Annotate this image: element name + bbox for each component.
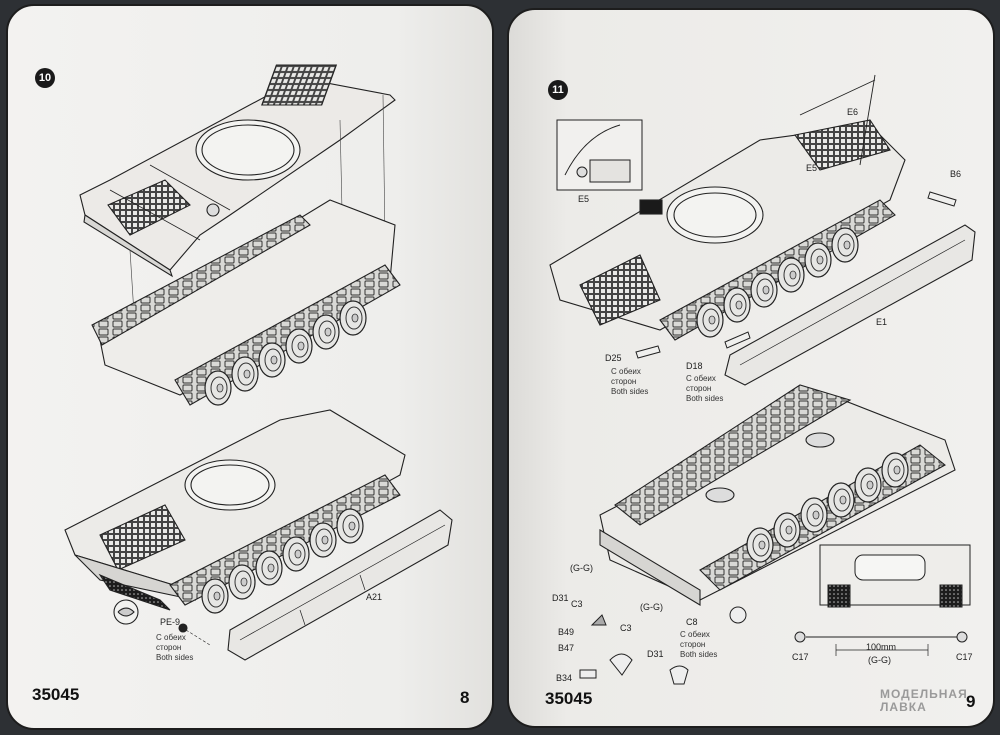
part-label-e6: E6	[847, 107, 859, 117]
part-label-e5-inset: E5	[578, 194, 590, 204]
part-label-a21: A21	[366, 592, 383, 602]
part-label-b34: B34	[556, 673, 573, 683]
part-label-gg-3: (G-G)	[868, 655, 891, 665]
part-label-c3-1: C3	[571, 599, 583, 609]
note-ru-line1: С обеих	[611, 367, 641, 376]
inset-detail-e5	[556, 119, 643, 191]
part-label-b6: B6	[950, 169, 962, 179]
note-ru-line1: С обеих	[156, 633, 186, 642]
note-ru-line2: сторон	[680, 640, 706, 649]
part-label-d31-1: D31	[552, 593, 569, 603]
tow-cable-c17	[794, 631, 968, 656]
note-ru-line1: С обеих	[686, 374, 716, 383]
step-number-badge: 11	[548, 80, 568, 100]
kit-number: 35045	[545, 689, 593, 708]
tank-underside	[599, 384, 956, 606]
part-label-c17-left: C17	[792, 652, 809, 662]
lower-hull-with-tracks	[91, 199, 401, 406]
dimension-label: 100mm	[866, 642, 897, 652]
part-label-e1: E1	[876, 317, 888, 327]
part-label-gg-1: (G-G)	[570, 563, 593, 573]
part-label-e5: E5	[806, 163, 818, 173]
both-sides-note-d25: С обеих сторон Both sides	[611, 367, 648, 397]
small-parts-d25-d18-b6	[635, 191, 957, 359]
page-number: 8	[460, 688, 470, 707]
both-sides-note-c8: С обеих сторон Both sides	[680, 630, 717, 660]
part-label-c3-2: C3	[620, 623, 632, 633]
side-skirt-a21	[227, 509, 453, 661]
side-skirt-e1	[724, 224, 976, 386]
part-label-d18: D18	[686, 361, 703, 371]
note-ru-line2: сторон	[611, 377, 637, 386]
note-en: Both sides	[686, 394, 724, 403]
upper-hull-top-deck	[79, 64, 396, 278]
step-number-badge: 10	[35, 68, 55, 88]
kit-number: 35045	[32, 685, 80, 704]
part-label-c17-right: C17	[956, 652, 973, 662]
part-label-b47: B47	[558, 643, 575, 653]
part-label-d25: D25	[605, 353, 622, 363]
note-en: Both sides	[611, 387, 649, 396]
both-sides-note-d18: С обеих сторон Both sides	[686, 374, 723, 404]
part-label-gg-2: (G-G)	[640, 602, 663, 612]
note-ru-line1: С обеих	[680, 630, 710, 639]
both-sides-note: С обеих сторон Both sides	[156, 633, 193, 663]
assembled-tank-with-deck	[549, 74, 906, 341]
part-label-b49: B49	[558, 627, 575, 637]
note-en: Both sides	[156, 653, 194, 662]
note-ru-line2: сторон	[156, 643, 182, 652]
part-label-pe9: PE-9	[160, 617, 181, 627]
page-number: 9	[966, 692, 976, 711]
watermark-line2: ЛАВКА	[880, 700, 927, 714]
store-watermark: МОДЕЛЬНАЯ ЛАВКА	[880, 688, 968, 714]
part-label-d31-2: D31	[647, 649, 664, 659]
assembled-hull	[64, 409, 406, 614]
rear-view-inset	[819, 544, 971, 608]
pe9-part	[113, 599, 211, 646]
watermark-line1: МОДЕЛЬНАЯ	[880, 687, 968, 701]
small-parts-underside	[579, 606, 747, 685]
note-ru-line2: сторон	[686, 384, 712, 393]
part-label-c8: C8	[686, 617, 698, 627]
note-en: Both sides	[680, 650, 718, 659]
